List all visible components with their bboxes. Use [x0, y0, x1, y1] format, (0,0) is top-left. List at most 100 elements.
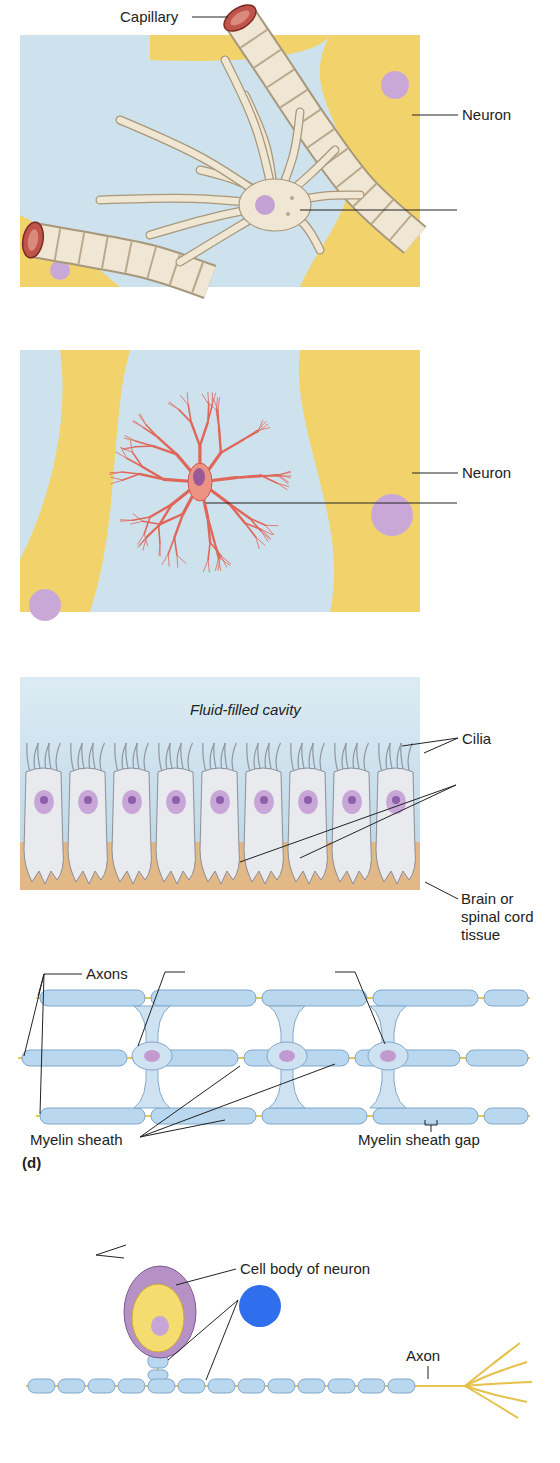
capillary-lumen: [26, 228, 40, 251]
panel-background: [20, 35, 420, 287]
cilium: [144, 743, 148, 772]
oligodendrocyte-process: [134, 1006, 170, 1046]
satellite-cells: [124, 1266, 196, 1358]
microglia-process: [122, 472, 140, 474]
capillary-lumen: [228, 8, 252, 29]
oligodendrocyte-body: [132, 1042, 172, 1070]
microglia-process: [236, 476, 261, 478]
cilium: [225, 743, 228, 772]
nucleus: [122, 790, 142, 814]
microglia-process: [261, 531, 268, 541]
cilium: [364, 743, 368, 772]
part-label: (d): [22, 1154, 41, 1172]
microglia-process: [278, 473, 290, 475]
microglia-process: [208, 560, 209, 572]
nucleus: [144, 1050, 160, 1062]
microglia-process: [249, 518, 265, 525]
part-label: Axons: [86, 965, 128, 983]
nucleolus: [128, 796, 136, 804]
microglia-process: [111, 480, 123, 484]
capillary: [240, 18, 415, 240]
leader-line: [96, 1245, 126, 1255]
leader-line: [168, 1300, 238, 1360]
leader-line: [425, 882, 458, 899]
cilium: [93, 743, 96, 772]
microglia-process: [208, 542, 210, 560]
astrocyte-nucleus: [255, 195, 275, 215]
microglia-process: [139, 474, 164, 479]
microglia-process: [111, 477, 123, 480]
microglia-process: [278, 476, 288, 484]
microglia-process: [144, 428, 159, 438]
organelle: [286, 212, 290, 216]
neuron-region: [20, 350, 130, 612]
cilium: [335, 743, 338, 772]
leader-line: [206, 503, 457, 504]
microglia-process: [153, 446, 177, 454]
cilium: [115, 743, 118, 772]
leader-line: [24, 974, 44, 1056]
axon-terminal: [465, 1386, 527, 1402]
myelin-segment: [373, 1108, 478, 1124]
microglia-process: [236, 476, 261, 477]
oligodendrocyte-body: [368, 1042, 408, 1070]
nucleus: [298, 790, 318, 814]
ependymal-cell: [156, 768, 195, 884]
nucleus: [342, 790, 362, 814]
myelin-segment: [484, 1108, 528, 1124]
ependymal-cell: [112, 768, 151, 884]
myelin-segment: [268, 1379, 295, 1393]
microglia-process: [216, 410, 219, 427]
cilium: [232, 743, 236, 772]
nucleus: [371, 494, 413, 536]
cilium: [247, 743, 250, 772]
leader-line: [40, 974, 44, 1114]
ependymal-cell: [68, 768, 107, 884]
microglia-process: [243, 431, 258, 440]
nucleolus: [172, 796, 180, 804]
ependymal-cell: [200, 768, 239, 884]
microglia-process: [261, 475, 279, 477]
leader-line: [425, 1120, 437, 1125]
leader-line: [38, 974, 82, 996]
microglia-process: [146, 526, 159, 538]
part-label: Myelin sheath: [30, 1131, 123, 1149]
microglia-process: [133, 517, 150, 520]
nucleolus: [40, 796, 48, 804]
nucleus: [78, 790, 98, 814]
microglia-process: [277, 483, 289, 487]
axon-terminal: [465, 1343, 520, 1386]
myelin-segment: [388, 1379, 415, 1393]
microglia-process: [159, 526, 160, 544]
leader-line: [140, 1064, 335, 1137]
microglia-body: [188, 463, 212, 501]
microglia-process: [220, 558, 230, 565]
nucleus: [381, 71, 409, 99]
microglia-process: [174, 537, 176, 554]
myelin-segment: [484, 990, 528, 1006]
microglia-process: [134, 420, 144, 427]
microglia-process: [266, 525, 274, 534]
microglia-process: [229, 503, 250, 518]
microglia-process: [143, 538, 146, 550]
nucleolus: [304, 796, 312, 804]
oligodendrocyte-process: [269, 1006, 305, 1046]
nucleus: [386, 790, 406, 814]
microglia-process: [202, 394, 209, 404]
cilium: [320, 743, 324, 772]
part-label: Neuron: [462, 464, 511, 482]
ependymal-cell: [288, 768, 327, 884]
myelin-segment: [88, 1379, 115, 1393]
cilium: [49, 743, 52, 772]
oligodendrocyte-body: [267, 1042, 307, 1070]
nucleus: [210, 790, 230, 814]
myelin-segment: [262, 1108, 367, 1124]
part-label: Axon: [406, 1347, 440, 1365]
leader-line: [424, 738, 458, 753]
leader-line: [240, 785, 456, 862]
capillary-lumen: [219, 0, 260, 36]
part-label: Cilia: [462, 730, 491, 748]
myelin-segment: [151, 1108, 256, 1124]
microglia-process: [162, 554, 168, 565]
microglia-process: [218, 558, 220, 570]
